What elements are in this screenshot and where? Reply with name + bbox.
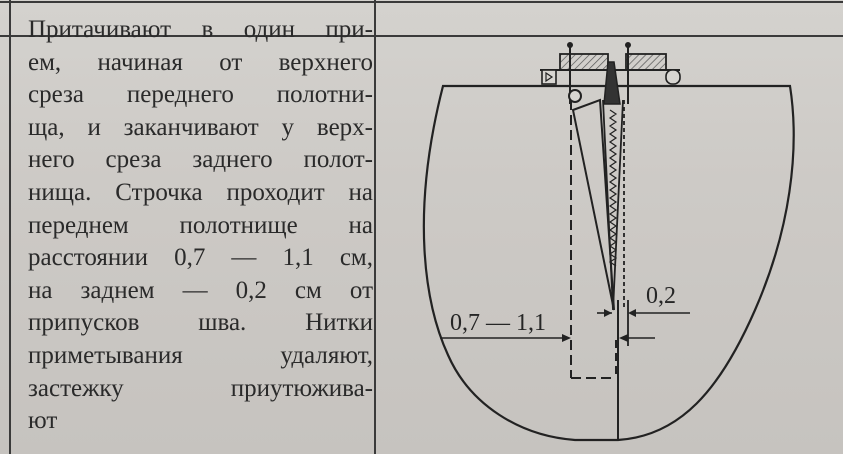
pin-left-head: [567, 42, 573, 48]
text-line: на заднем — 0,2 см от: [28, 276, 373, 304]
instruction-text: Притачивают в один при- ем, начиная от в…: [28, 14, 373, 438]
zipper-pull: [603, 61, 621, 105]
front-facing: [571, 98, 615, 311]
tab-left: [541, 69, 557, 85]
text-line: застежку приутюжива-: [28, 374, 373, 402]
waistband-right: [625, 53, 667, 71]
dim-back-arrowhead-right: [628, 309, 636, 317]
text-line: него среза заднего полот-: [28, 146, 373, 174]
text-line: Притачивают в один при-: [28, 16, 373, 43]
text-line: нища. Строчка проходит на: [28, 178, 373, 206]
text-line: ют: [28, 407, 58, 435]
waistband-left: [559, 53, 609, 71]
pin-right-head: [625, 42, 631, 48]
text-line: приметывания удаляют,: [28, 341, 373, 369]
text-line: расстоянии 0,7 — 1,1 см,: [28, 244, 373, 272]
zipper-teeth: [608, 109, 618, 267]
text-line: припусков шва. Нитки: [28, 309, 373, 337]
tab-right: [665, 69, 681, 85]
label-front-allowance: 0,7 — 1,1: [450, 310, 546, 336]
label-back-allowance: 0,2: [646, 283, 676, 309]
fold-circle: [568, 89, 582, 103]
dim-front-arrowhead-right: [619, 334, 628, 342]
text-line: ем, начиная от верхнего: [28, 48, 373, 76]
text-line: переднем полотнище на: [28, 211, 373, 239]
zipper-tape: [602, 99, 624, 311]
text-line: среза переднего полотни-: [28, 81, 373, 109]
zipper-diagram: 0,2 0,7 — 1,1: [422, 42, 795, 442]
tab-left-arrow: [545, 71, 554, 83]
text-line: ща, и заканчивают у верх-: [28, 113, 373, 141]
dim-back-arrowhead-left: [604, 309, 612, 317]
garment-outline: [422, 84, 795, 442]
dim-front-arrowhead-left: [562, 334, 571, 342]
